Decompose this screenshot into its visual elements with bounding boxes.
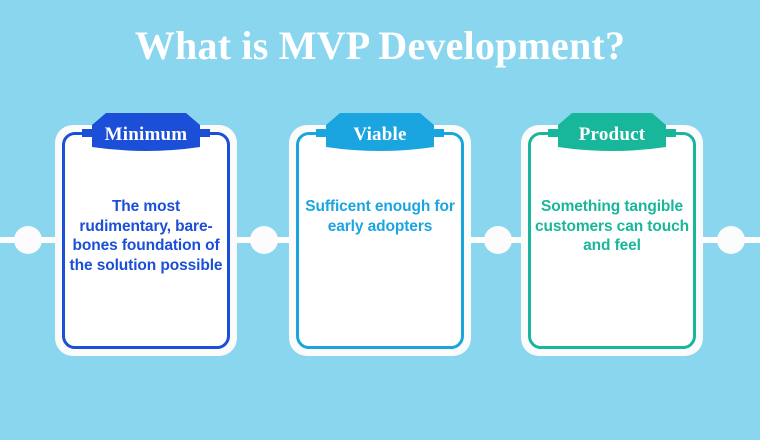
card-product-body: Something tangible customers can touch a…	[534, 198, 689, 254]
ribbon-shape-icon	[316, 113, 444, 151]
card-minimum[interactable]: The most rudimentary, bare-bones foundat…	[55, 125, 237, 356]
ribbon-shape-icon	[548, 113, 676, 151]
card-product-frame: Something tangible customers can touch a…	[528, 132, 696, 349]
card-minimum-body: The most rudimentary, bare-bones foundat…	[69, 198, 223, 274]
ribbon-minimum: Minimum	[82, 113, 210, 153]
card-viable[interactable]: Sufficent enough for early adopters	[289, 125, 471, 356]
ribbon-product: Product	[548, 113, 676, 153]
card-viable-frame: Sufficent enough for early adopters	[296, 132, 464, 349]
ribbon-product-label: Product	[578, 124, 646, 145]
card-viable-body: Sufficent enough for early adopters	[305, 198, 455, 235]
ribbon-viable: Viable	[316, 113, 444, 153]
connector-node-4	[717, 226, 745, 254]
ribbon-shape-icon	[82, 113, 210, 151]
connector-node-1	[14, 226, 42, 254]
connector-node-2	[250, 226, 278, 254]
card-product[interactable]: Something tangible customers can touch a…	[521, 125, 703, 356]
card-minimum-frame: The most rudimentary, bare-bones foundat…	[62, 132, 230, 349]
ribbon-viable-label: Viable	[353, 124, 407, 145]
connector-node-3	[484, 226, 512, 254]
ribbon-minimum-label: Minimum	[104, 124, 188, 145]
page-title: What is MVP Development?	[134, 23, 626, 68]
